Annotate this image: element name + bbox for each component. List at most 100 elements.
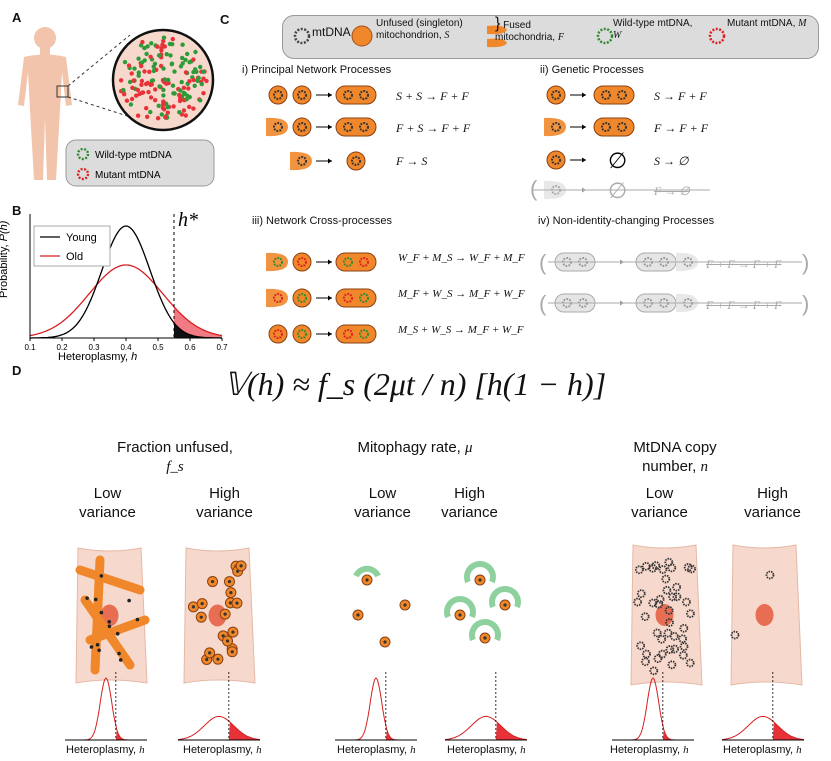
wildtype-mtdna-dot — [167, 41, 173, 47]
eq-genetic-1: S → F + F — [654, 89, 707, 103]
x-tick-label: 0.6 — [184, 343, 196, 352]
mutant-mtdna-dot — [178, 96, 183, 101]
panel-c-key-icons — [293, 25, 726, 48]
mito-body — [266, 117, 288, 137]
cell-nucleus — [655, 604, 674, 626]
mutant-mtdna-dot — [201, 91, 206, 96]
wildtype-mtdna-dot — [136, 56, 141, 61]
mtdna-icon — [293, 27, 311, 45]
mtdna-glyph — [682, 597, 691, 607]
legend-mutant-label: Mutant mtDNA — [95, 170, 161, 181]
mutant-mtdna-dot — [147, 69, 152, 75]
wildtype-mtdna-dot — [142, 58, 147, 63]
panel-label-b: B — [12, 203, 22, 218]
mutant-mtdna-dot — [142, 69, 147, 74]
threshold-label: h* — [178, 209, 198, 231]
mutant-mtdna-dot — [162, 44, 167, 49]
mtdna-core — [117, 651, 121, 656]
eq-nonidentity-1: F + F → F + F — [706, 257, 782, 271]
wildtype-mtdna-dot — [183, 57, 188, 63]
mutant-mtdna-dot — [161, 38, 166, 44]
eq-cross-2: M_F + W_S → M_F + W_F — [398, 288, 525, 300]
mtdna-glyph — [679, 623, 689, 633]
mutant-mtdna-dot — [144, 106, 149, 111]
mutant-mtdna-dot — [137, 91, 142, 97]
unfused-mitochondrion — [268, 324, 288, 344]
wildtype-mtdna-dot — [193, 67, 198, 72]
fused-network-branch — [80, 595, 135, 670]
unfused-mitochondrion-icon — [351, 25, 373, 47]
unfused-mitochondrion — [292, 85, 312, 105]
arrow-head — [328, 259, 332, 265]
mtdna-glyph — [601, 122, 611, 132]
mutant-mtdna-dot — [129, 96, 135, 102]
mtdna-glyph — [359, 257, 369, 267]
mutant-mtdna-dot — [191, 77, 196, 83]
mtdna-core — [231, 630, 235, 634]
wildtype-mtdna-dot — [142, 45, 147, 51]
wildtype-mtdna-dot — [148, 109, 153, 115]
mtdna-glyph — [730, 630, 740, 640]
fused-fragment — [266, 252, 288, 272]
fused-mitochondria — [593, 85, 635, 105]
mutant-mtdna-dot — [164, 81, 169, 86]
mutant-mtdna-dot — [171, 104, 176, 109]
arrow-head — [582, 124, 586, 130]
mtdna-glyph — [686, 609, 695, 619]
mito-body — [546, 150, 566, 170]
mtdna-glyph — [601, 90, 611, 100]
mtdna-glyph — [657, 649, 667, 659]
d-xlabel-6: Heteroplasmy, h — [723, 744, 802, 756]
mtdna-core — [223, 612, 227, 616]
reaction-diagrams: ∅(∅()() — [266, 85, 809, 344]
mutant-mtdna-dot — [118, 78, 124, 83]
wildtype-mtdna-dot — [161, 35, 167, 40]
mtdna-glyph — [359, 122, 369, 132]
mtdna-glyph — [640, 612, 650, 622]
section-non-identity: iv) Non-identity-changing Processes — [538, 215, 715, 227]
wildtype-mtdna-dot — [171, 91, 176, 96]
panel-d-cells — [65, 544, 805, 741]
mini-tail-area — [772, 722, 804, 740]
mini-distribution-line — [177, 715, 261, 740]
mtdna-glyph — [297, 156, 307, 166]
wildtype-mtdna-dot — [151, 68, 156, 74]
chart-threshold-area — [174, 306, 222, 338]
mtdna-core — [205, 657, 209, 662]
chart-legend — [33, 225, 111, 267]
bracket-right: ) — [802, 250, 809, 275]
unfused-mitochondrion — [546, 85, 566, 105]
mito-body — [266, 288, 288, 308]
mutant-mtdna-dot — [145, 114, 150, 120]
mtdna-glyph — [678, 634, 687, 644]
fused-mitochondria — [335, 85, 377, 105]
variance-formula: 𝕍(h) ≈ f_s (2μt / n) [h(1 − h)] — [223, 366, 607, 402]
mtdna-glyph — [670, 644, 679, 654]
n-low-label: Low variance — [631, 485, 688, 521]
bracket-right: ) — [802, 291, 809, 316]
mutant-mtdna-dot — [160, 102, 166, 107]
eq-cross-3: M_S + W_S → M_F + W_F — [398, 324, 524, 336]
wildtype-mtdna-dot — [168, 53, 173, 58]
mtdna-glyph — [297, 329, 307, 339]
mtdna-glyph — [359, 90, 369, 100]
bracket-left: ( — [530, 176, 538, 201]
mutant-mtdna-dot — [187, 104, 192, 110]
unfused-mitochondrion — [292, 324, 312, 344]
empty-set-symbol: ∅ — [608, 148, 627, 173]
mtdna-core — [503, 603, 507, 607]
y-axis-label: Probability, P(h) — [0, 220, 10, 298]
mtdna-glyph — [343, 257, 353, 267]
mtdna-core — [118, 658, 123, 662]
mutant-mtdna-dot — [183, 113, 188, 118]
wildtype-mtdna-dot — [180, 61, 185, 66]
mutant-mtdna-dot — [122, 92, 127, 97]
mito-body — [290, 151, 312, 171]
arrow-head — [328, 331, 332, 337]
mtdna-legend-box — [65, 139, 215, 187]
legend-wildtype-label: Wild-type mtDNA — [95, 150, 172, 161]
arrow-head — [582, 157, 586, 163]
wildtype-mtdna-dot — [149, 41, 154, 46]
mtdna-core — [107, 624, 112, 629]
mtdna-core — [235, 601, 239, 605]
